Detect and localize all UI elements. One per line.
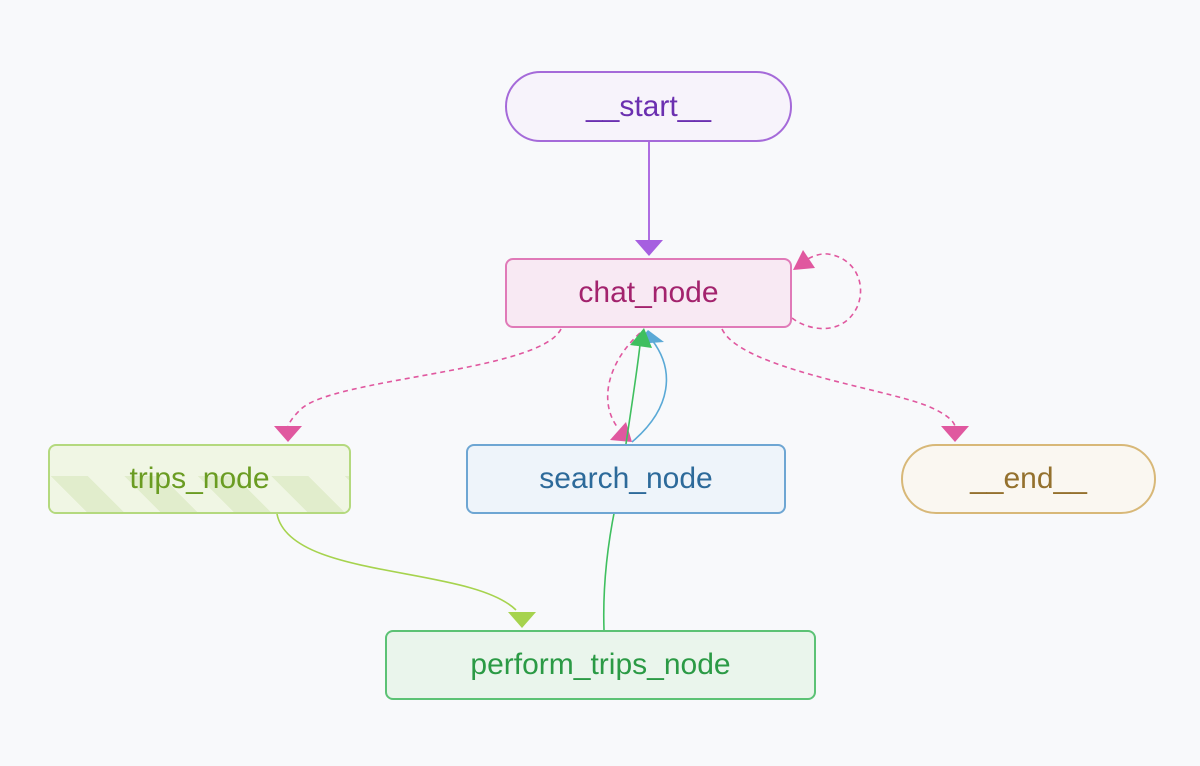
trips-stripe-pattern xyxy=(50,476,349,512)
arrowhead-perform-to-chat xyxy=(630,328,652,348)
arrowhead-trips-to-perform xyxy=(508,612,536,628)
edge-trips-to-perform xyxy=(276,513,517,611)
node-end[interactable]: __end__ xyxy=(901,444,1156,514)
node-trips[interactable]: trips_node xyxy=(48,444,351,514)
node-end-label: __end__ xyxy=(970,462,1087,495)
edge-chat-to-trips xyxy=(287,328,562,429)
node-perform[interactable]: perform_trips_node xyxy=(385,630,816,700)
node-chat-label: chat_node xyxy=(578,276,719,309)
node-start-label: __start__ xyxy=(585,89,712,123)
arrowhead-chat-to-trips xyxy=(274,426,302,442)
arrowhead-start-to-chat xyxy=(635,240,663,256)
node-start[interactable]: __start__ xyxy=(505,71,792,142)
arrowhead-chat-to-end xyxy=(941,426,969,442)
edge-chat-to-end xyxy=(721,328,956,427)
node-search[interactable]: search_node xyxy=(466,444,786,514)
node-trips-label: trips_node xyxy=(129,462,270,495)
edge-chat-to-search xyxy=(606,332,641,429)
node-chat[interactable]: chat_node xyxy=(505,258,792,328)
edge-search-to-chat xyxy=(631,339,668,443)
arrowhead-chat-self-loop xyxy=(793,250,815,270)
node-search-label: search_node xyxy=(539,462,713,495)
node-perform-label: perform_trips_node xyxy=(470,648,731,681)
